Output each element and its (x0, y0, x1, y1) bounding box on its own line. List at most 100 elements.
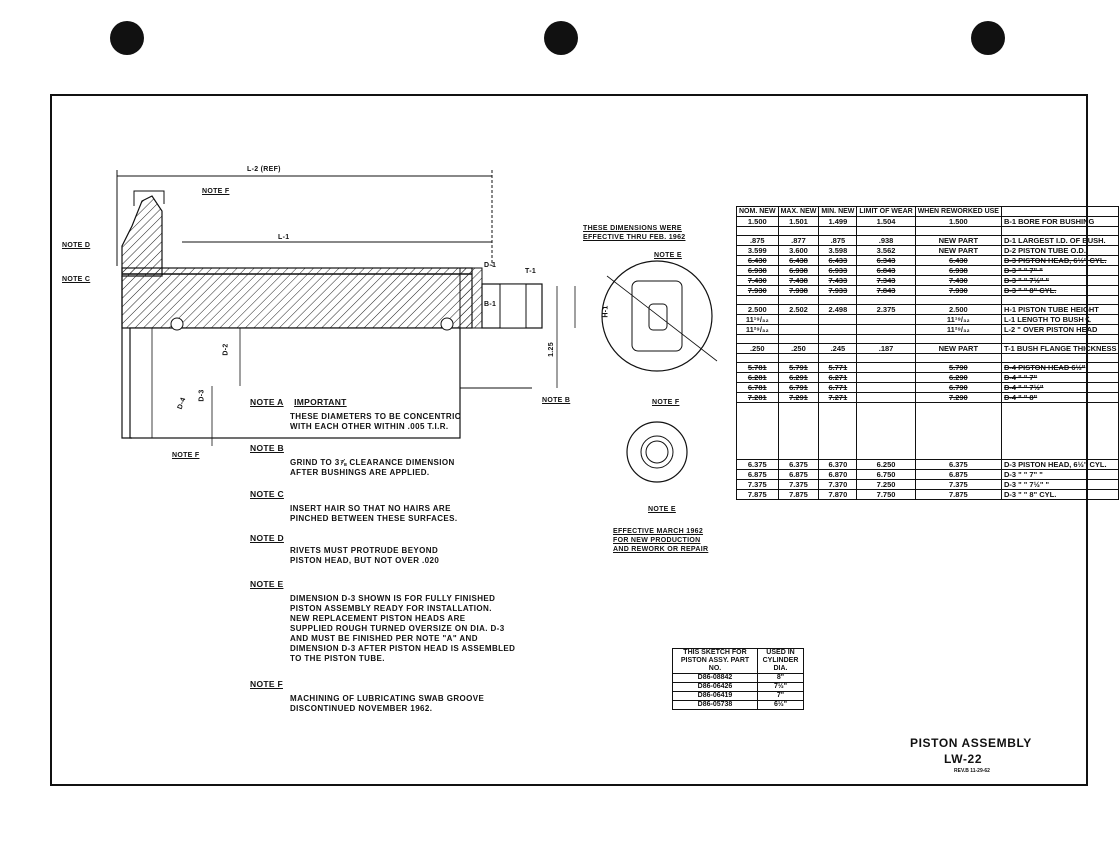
spec-cell-value: 6.375 (736, 459, 779, 470)
spec-cell-value: 6.271 (818, 372, 858, 383)
spec-spacer-cell (1000, 334, 1119, 344)
spec-table-spacer-row (736, 334, 1119, 344)
spec-cell-value: 6.438 (777, 255, 820, 266)
spec-cell-value: 7.370 (818, 479, 858, 490)
spec-cell-value: 3.599 (736, 245, 779, 256)
l2-ref-label: L-2 (REF) (247, 166, 281, 173)
spec-cell-value: .938 (856, 235, 916, 246)
spec-cell-value: 6.790 (914, 382, 1002, 393)
spec-cell-value: 6.750 (856, 469, 916, 480)
spec-cell-value (818, 314, 858, 325)
cylinder-dia-cell: 7" (757, 691, 804, 701)
note-b-line: AFTER BUSHINGS ARE APPLIED. (290, 468, 430, 477)
spec-cell-description: D-3 PISTON HEAD, 6½" CYL. (1000, 459, 1119, 470)
header-nom-new: NOM. NEW (736, 206, 779, 217)
spec-cell-description: D-4 " " 7½" (1000, 382, 1119, 393)
detail-views-drawing (601, 260, 718, 483)
spec-cell-value: 6.875 (736, 469, 779, 480)
spec-cell-value: 7.875 (777, 489, 820, 500)
spec-cell-value: .875 (736, 235, 779, 246)
note-f-heading: NOTE F (250, 679, 283, 689)
spec-spacer-cell (818, 295, 858, 305)
spec-cell-description: D-1 LARGEST I.D. OF BUSH. (1000, 235, 1119, 246)
spec-cell-value: 6.870 (818, 469, 858, 480)
spec-cell-value: 7.375 (736, 479, 779, 490)
spec-cell-value: 7.933 (818, 285, 858, 296)
spec-cell-value: 6.290 (914, 372, 1002, 383)
spec-cell-value: 7.375 (914, 479, 1002, 490)
spec-cell-value: 6.430 (914, 255, 1002, 266)
spec-cell-value: 11²⁹/₃₂ (736, 324, 779, 335)
spec-cell-description: D-4 " " 8" (1000, 392, 1119, 403)
spec-cell-description: D-3 " " 7" " (1000, 469, 1119, 480)
document-number: LW-22 (944, 752, 983, 766)
note-c: NOTE C INSERT HAIR SO THAT NO HAIRS ARE … (250, 484, 570, 524)
spec-spacer-cell (736, 402, 779, 460)
spec-cell-description: D-3 " " 8" CYL. (1000, 285, 1119, 296)
spec-cell-value: 7.930 (736, 285, 779, 296)
note-b-label: NOTE B (542, 397, 571, 404)
part-header-part-no: THIS SKETCH FOR PISTON ASSY. PART NO. (672, 648, 758, 674)
spec-spacer-cell (914, 226, 1002, 236)
effective-old-label: THESE DIMENSIONS WERE EFFECTIVE THRU FEB… (583, 225, 686, 241)
spec-cell-value: 6.375 (777, 459, 820, 470)
spec-cell-description: D-3 " " 7" " (1000, 265, 1119, 276)
spec-spacer-cell (856, 402, 916, 460)
spec-cell-value: 6.291 (777, 372, 820, 383)
note-c-heading: NOTE C (250, 489, 284, 499)
note-a-line: WITH EACH OTHER WITHIN .005 T.I.R. (290, 422, 449, 431)
spec-cell-value: 7.843 (856, 285, 916, 296)
spec-spacer-cell (818, 402, 858, 460)
spec-cell-value: 6.433 (818, 255, 858, 266)
spec-spacer-cell (1000, 226, 1119, 236)
spec-cell-value: 3.600 (777, 245, 820, 256)
header-min-new: MIN. NEW (818, 206, 858, 217)
piston-cross-section-drawing (116, 170, 576, 446)
note-e-line: NEW REPLACEMENT PISTON HEADS ARE (290, 614, 466, 623)
spec-table-header-row: NOM. NEW MAX. NEW MIN. NEW LIMIT OF WEAR… (736, 206, 1119, 217)
part-number-cell: D86-06426 (672, 682, 758, 692)
spec-cell-value: 7.875 (736, 489, 779, 500)
spec-cell-value: 2.502 (777, 304, 820, 315)
spec-cell-value: 2.375 (856, 304, 916, 315)
spec-cell-value: 6.370 (818, 459, 858, 470)
spec-cell-value: 7.430 (736, 275, 779, 286)
spec-cell-value (856, 324, 916, 335)
note-d-line: RIVETS MUST PROTRUDE BEYOND (290, 546, 439, 555)
revision-label: REV.B 11-29-62 (954, 768, 990, 774)
spec-cell-value: 1.500 (736, 216, 779, 227)
note-d-label: NOTE D (62, 242, 91, 249)
spec-spacer-cell (1000, 353, 1119, 363)
d3-label: D-3 (198, 389, 206, 402)
document-title: PISTON ASSEMBLY (910, 736, 1032, 750)
spec-cell-value: 5.771 (818, 362, 858, 373)
spec-cell-value: NEW PART (914, 343, 1002, 354)
note-c-label: NOTE C (62, 276, 91, 283)
spec-cell-value: 1.501 (777, 216, 820, 227)
spec-cell-value: .250 (777, 343, 820, 354)
part-number-table: THIS SKETCH FOR PISTON ASSY. PART NO. US… (672, 648, 804, 710)
spec-cell-value: 6.771 (818, 382, 858, 393)
spec-cell-description: T-1 BUSH FLANGE THICKNESS (1000, 343, 1119, 354)
note-e-line: DIMENSION D-3 SHOWN IS FOR FULLY FINISHE… (290, 594, 496, 603)
spec-cell-value: 7.375 (777, 479, 820, 490)
spec-cell-value (856, 314, 916, 325)
part-header-cyl-dia: USED IN CYLINDER DIA. (757, 648, 804, 674)
note-f: NOTE F MACHINING OF LUBRICATING SWAB GRO… (250, 674, 570, 714)
spec-cell-value: .875 (818, 235, 858, 246)
spec-table-spacer-row (736, 226, 1119, 236)
spec-cell-value: 7.930 (914, 285, 1002, 296)
spec-table-spacer-row (736, 402, 1119, 460)
